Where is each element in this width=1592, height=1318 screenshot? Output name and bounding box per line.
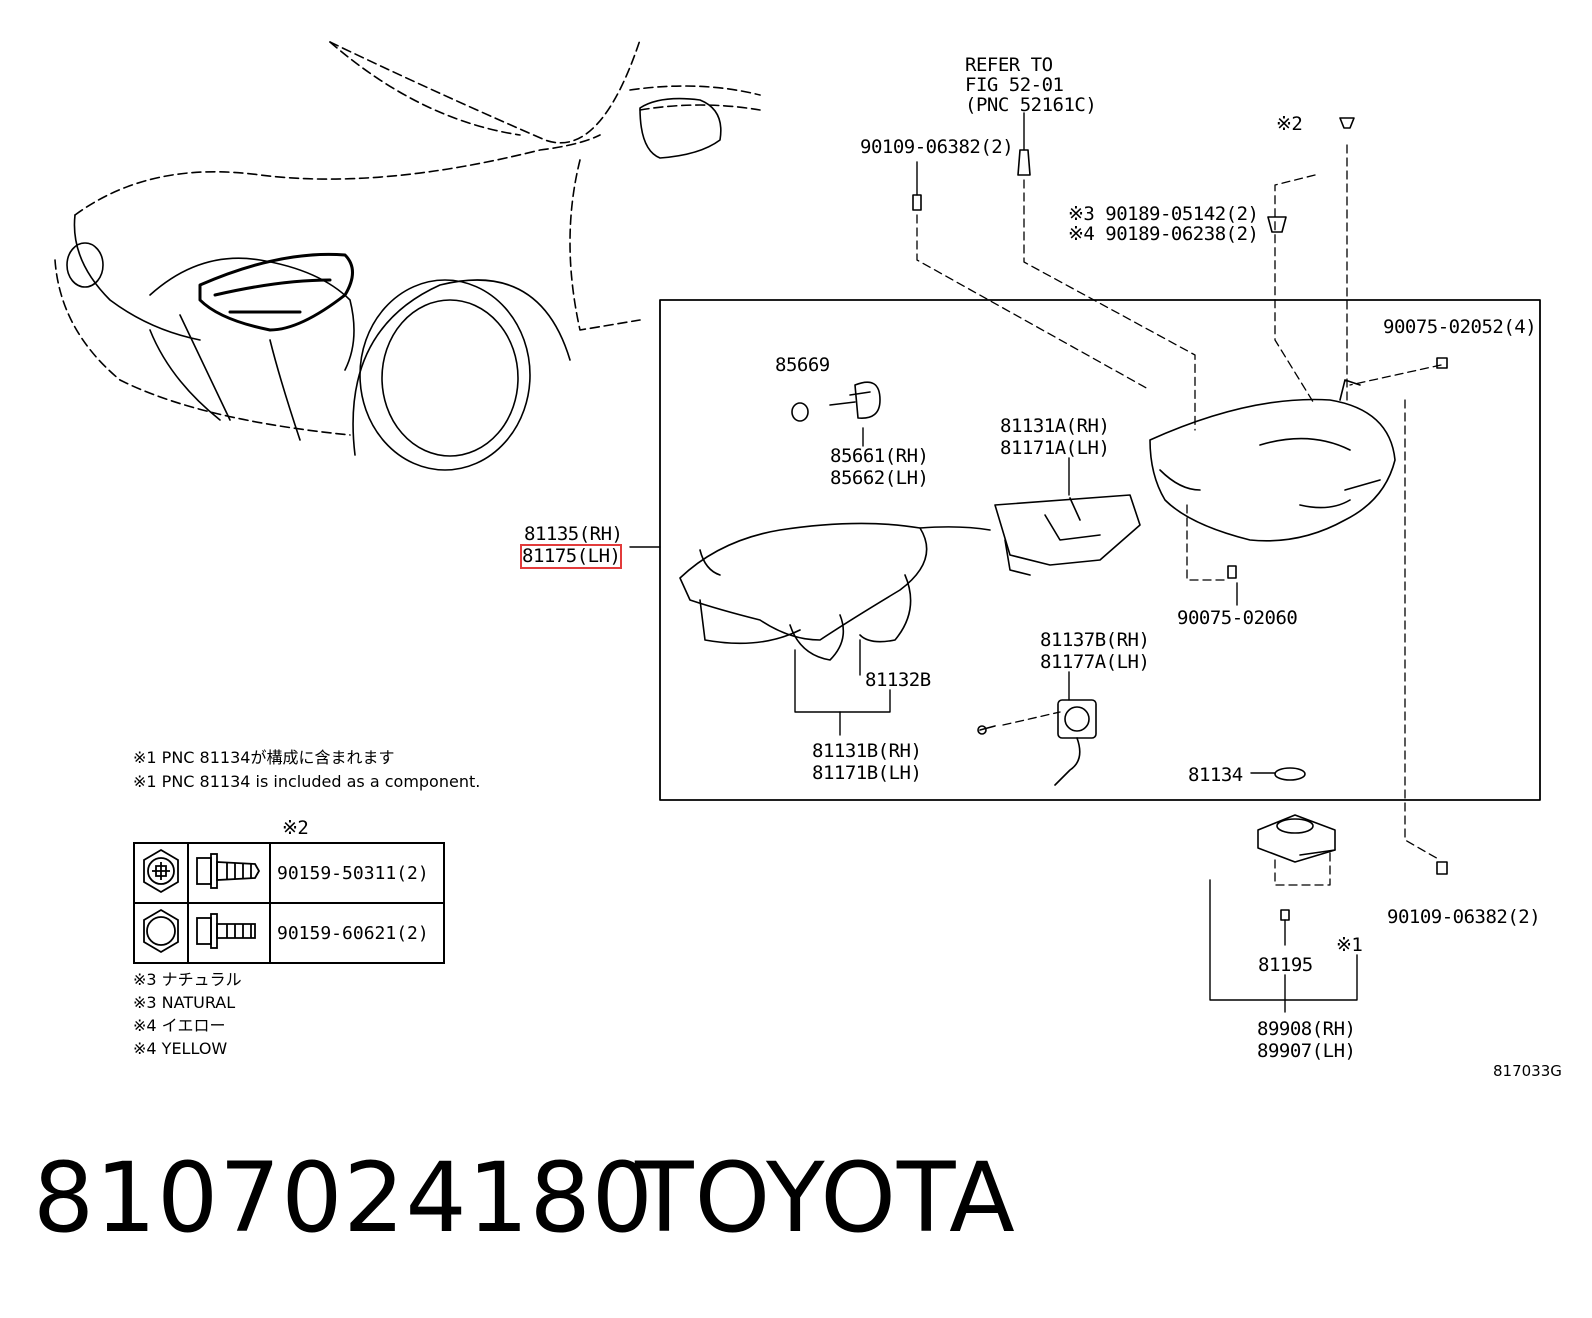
wheel-outline [352,279,571,471]
mirror-outline [639,97,722,159]
figure-code: 817033G [1493,1062,1562,1080]
part-callout-85669[interactable]: 85669 [775,354,830,376]
fig-reference-label: FIG 52-01 [965,74,1064,96]
part-callout-81134[interactable]: 81134 [1188,764,1243,786]
table-row: 90159-60621(2) [133,902,445,964]
pnc-reference-label: (PNC 52161C) [965,94,1097,116]
part-number-title: 8107024180 [33,1142,654,1254]
flange-bolt-icon [187,842,271,904]
headlamp-housing-part [679,522,991,661]
table-row: 90159-50311(2) [133,842,445,904]
note-4-japanese: ※4 イエロー [133,1016,226,1035]
part-callout-90075-02060[interactable]: 90075-02060 [1177,607,1298,629]
part-callout-81171b[interactable]: 81171B(LH) [812,762,922,784]
bulb-part [791,381,881,422]
fastener-part-number[interactable]: 90159-60621(2) [269,902,445,964]
hex-head-icon [133,902,189,964]
assembly-frame [659,299,1541,801]
part-callout-90189-05142[interactable]: ※3 90189-05142(2) [1068,203,1259,225]
hex-bolt-icon [187,902,271,964]
part-callout-81132b[interactable]: 81132B [865,669,931,691]
refer-to-label: REFER TO [965,54,1053,76]
part-callout-81195[interactable]: 81195 [1258,954,1313,976]
part-callout-85661[interactable]: 85661(RH) [830,445,929,467]
note-3-english: ※3 NATURAL [133,993,236,1012]
lamp-module-part [994,494,1141,576]
part-callout-90109-top[interactable]: 90109-06382(2) [860,136,1014,158]
vehicle-outline [54,39,761,436]
part-callout-89908[interactable]: 89908(RH) [1257,1018,1356,1040]
part-callout-90189-06238[interactable]: ※4 90189-06238(2) [1068,223,1259,245]
fastener-table-header-mark: ※2 [282,817,309,839]
leader-lines [629,112,1358,1013]
part-callout-81135[interactable]: 81135(RH) [524,523,623,545]
part-callout-85662[interactable]: 85662(LH) [830,467,929,489]
note-4-english: ※4 YELLOW [133,1039,228,1058]
note-3-japanese: ※3 ナチュラル [133,970,242,989]
assembly-dashed-lines [916,144,1442,886]
ballast-part [1257,814,1336,863]
fastener-parts [912,117,1448,921]
part-callout-81171a[interactable]: 81171A(LH) [1000,437,1110,459]
cooling-fan-part [1054,699,1097,786]
part-callout-89907[interactable]: 89907(LH) [1257,1040,1356,1062]
part-callout-90075-02052[interactable]: 90075-02052(4) [1383,316,1537,338]
note-1-english: ※1 PNC 81134 is included as a component. [133,772,481,791]
fastener-part-number[interactable]: 90159-50311(2) [269,842,445,904]
note-1-japanese: ※1 PNC 81134が構成に含まれます [133,748,395,767]
lamp-body-part [1149,379,1396,542]
part-callout-81177a[interactable]: 81177A(LH) [1040,651,1150,673]
front-bumper-outline [66,214,355,441]
gasket-part [1274,767,1306,781]
part-callout-81137b[interactable]: 81137B(RH) [1040,629,1150,651]
part-callout-81175-highlighted[interactable]: 81175(LH) [519,544,623,569]
part-callout-90109-bottom[interactable]: 90109-06382(2) [1387,906,1541,928]
note-2-mark: ※2 [1276,113,1303,135]
phillips-hex-head-icon [133,842,189,904]
fastener-table: 90159-50311(2) 90159-60621(2) [133,842,445,964]
brand-title: TOYOTA [635,1142,1016,1254]
part-callout-81131a[interactable]: 81131A(RH) [1000,415,1110,437]
note-1-mark: ※1 [1336,934,1363,956]
part-callout-81131b[interactable]: 81131B(RH) [812,740,922,762]
vehicle-headlamp [198,252,354,332]
